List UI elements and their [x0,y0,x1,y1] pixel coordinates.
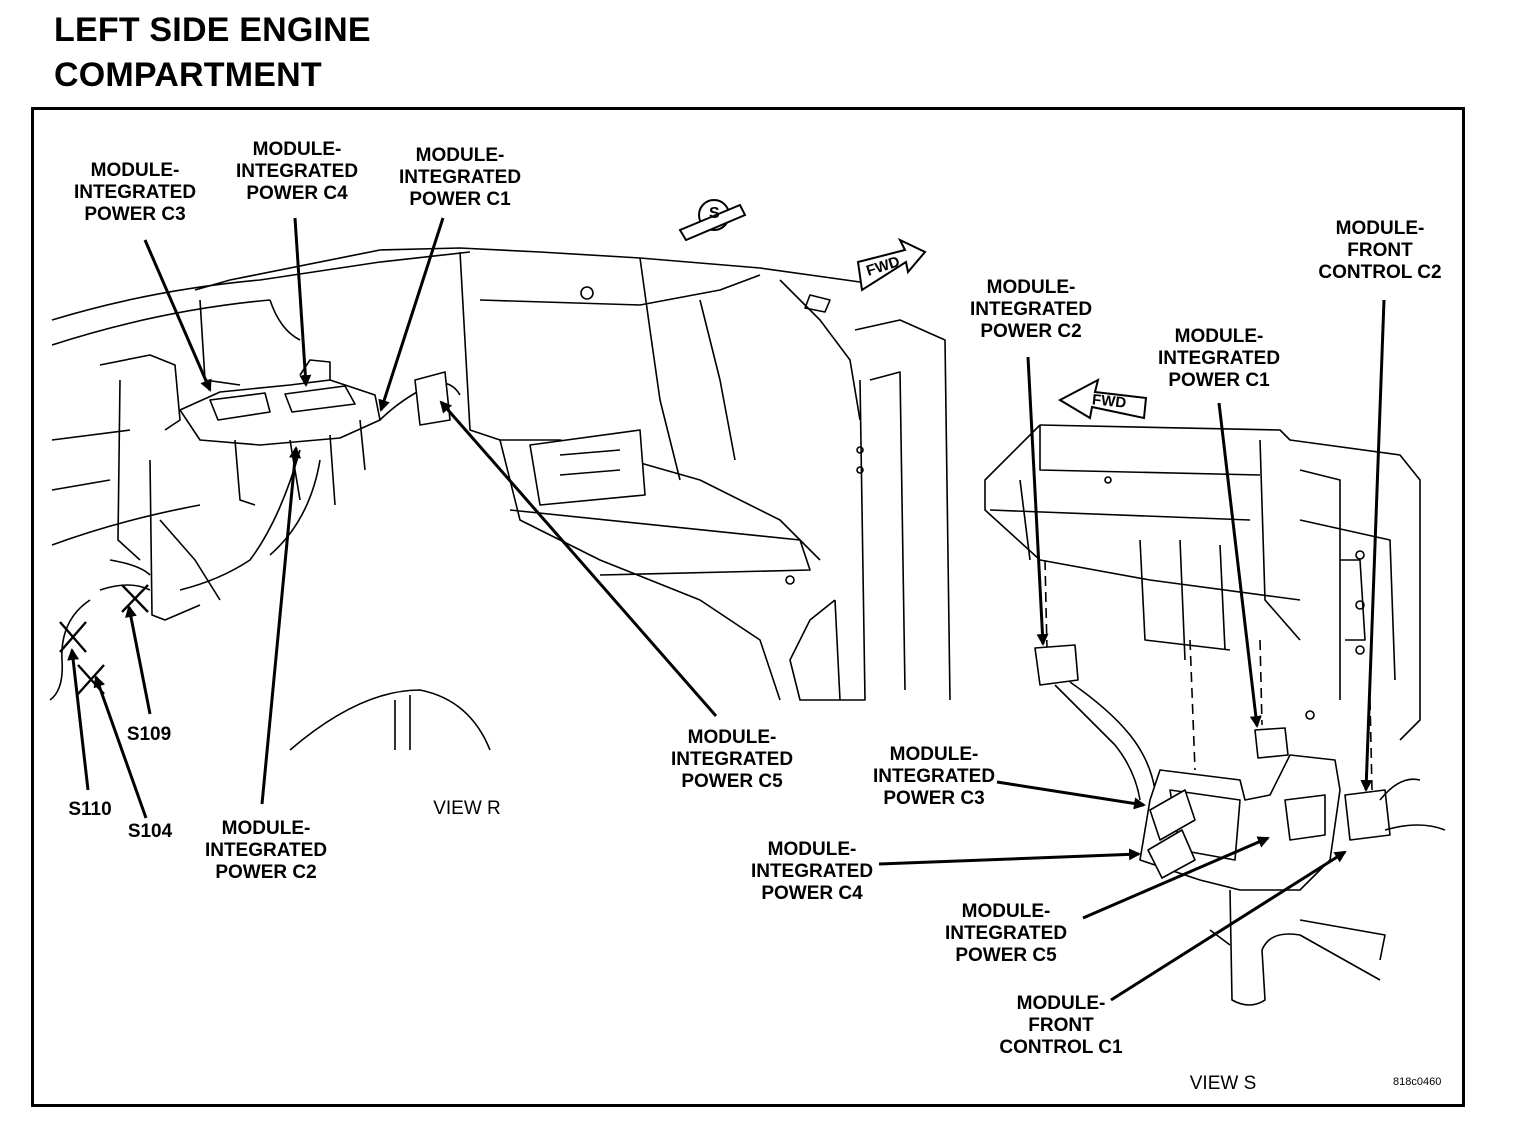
view-r-label: VIEW R [433,798,501,819]
callout-r-integrated-power-c1: MODULE- INTEGRATED POWER C1 [398,145,522,210]
callout-s-integrated-power-c2: MODULE- INTEGRATED POWER C2 [969,277,1093,342]
callout-s-integrated-power-c1: MODULE- INTEGRATED POWER C1 [1157,326,1281,391]
callout-r-integrated-power-c3: MODULE- INTEGRATED POWER C3 [73,160,197,225]
callout-s-front-control-c2: MODULE- FRONT CONTROL C2 [1318,218,1442,283]
figure-code: 818c0460 [1393,1076,1442,1088]
callout-splice-s109: S109 [126,724,172,745]
fwd-arrow-view-r [856,237,927,292]
callout-splice-s104: S104 [127,821,173,842]
callout-r-integrated-power-c2: MODULE- INTEGRATED POWER C2 [204,818,328,883]
view-r-artwork [49,247,951,751]
callout-splice-s110: S110 [68,799,112,820]
callout-s-front-control-c1: MODULE- FRONT CONTROL C1 [999,993,1123,1058]
diagram-frame [31,107,1465,1107]
callout-r-integrated-power-c5: MODULE- INTEGRATED POWER C5 [670,727,794,792]
view-s-indicator [678,199,747,242]
callout-r-integrated-power-c4: MODULE- INTEGRATED POWER C4 [235,139,359,204]
callout-s-integrated-power-c3: MODULE- INTEGRATED POWER C3 [872,744,996,809]
callout-s-integrated-power-c5: MODULE- INTEGRATED POWER C5 [944,901,1068,966]
page-title: LEFT SIDE ENGINE COMPARTMENT [54,11,371,94]
s-view-marker: S [709,205,720,222]
leader-arrows [67,217,1386,1002]
fwd-arrow-view-s [1057,378,1148,420]
view-s-label: VIEW S [1189,1073,1257,1094]
fwd-label-view-s: FWD [1091,391,1127,412]
callout-s-integrated-power-c4: MODULE- INTEGRATED POWER C4 [750,839,874,904]
view-s-artwork [984,424,1446,1006]
